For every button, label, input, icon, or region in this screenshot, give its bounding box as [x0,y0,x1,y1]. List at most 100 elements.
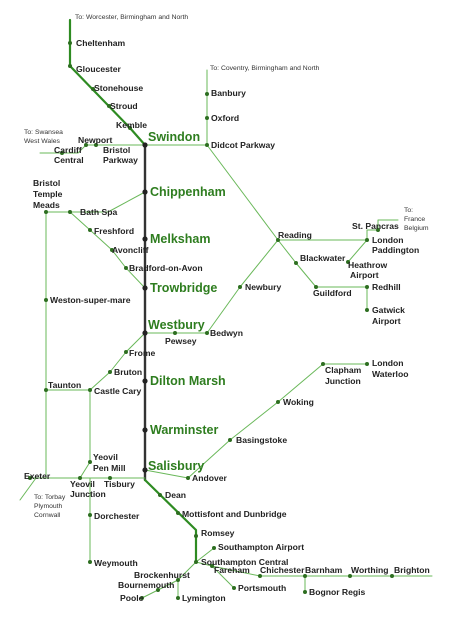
label-southampton-airport: Southampton Airport [218,542,304,552]
station-dot-cheltenham [68,41,72,45]
label-newport: Newport [78,135,113,145]
label-brockenhurst: Brockenhurst [134,570,190,580]
label-dean: Dean [165,490,186,500]
station-dot-newport [84,143,88,147]
major-station-labels: Swindon Chippenham Melksham Trowbridge W… [148,130,226,473]
station-dot-oxford [205,116,209,120]
station-dot-newbury [238,285,242,289]
label-weston-super-mare: Weston-super-mare [50,295,131,305]
label-bristol-temple-meads-2: Temple [33,189,63,199]
label-yeovil-pen-mill-2: Pen Mill [93,463,125,473]
station-dot-dean [158,493,162,497]
station-labels: Cheltenham Gloucester Stonehouse Stroud … [24,38,430,603]
label-tisbury: Tisbury [104,479,135,489]
station-dot-frome [124,350,128,354]
station-dot-chichester [258,574,262,578]
station-dot-poole [140,596,144,600]
label-gatwick-airport-1: Gatwick [372,305,405,315]
station-dot-redhill [365,285,369,289]
station-dot-yeovil-pen-mill [88,460,92,464]
station-dot-brighton [390,574,394,578]
reading-paddington-line [277,219,399,241]
label-chichester: Chichester [260,565,305,575]
label-worthing: Worthing [351,565,389,575]
label-weymouth: Weymouth [94,558,138,568]
label-trowbridge: Trowbridge [150,281,217,295]
station-dot-barnham [303,574,307,578]
label-dilton-marsh: Dilton Marsh [150,374,226,388]
label-castle-cary: Castle Cary [94,386,142,396]
label-banbury: Banbury [211,88,246,98]
station-dot-salisbury [142,467,148,473]
station-dot-chippenham [142,189,148,195]
station-dot-exeter [28,476,32,480]
label-cardiff-central-1: Cardiff [54,145,82,155]
station-dot-bedwyn [205,331,209,335]
station-dot-taunton [44,388,48,392]
station-dot-swindon [142,142,148,148]
station-dot-andover [186,476,190,480]
label-andover: Andover [192,473,228,483]
station-dot-dorchester [88,513,92,517]
label-poole: Poole [120,593,144,603]
label-bedwyn: Bedwyn [210,328,243,338]
note-torbay-line1: To: Torbay [34,494,66,501]
label-basingstoke: Basingstoke [236,435,287,445]
label-melksham: Melksham [150,232,210,246]
station-dot-clapham-junction [321,362,325,366]
station-dot-romsey [194,534,198,538]
label-heathrow-airport-2: Airport [350,270,379,280]
station-dot-banbury [205,92,209,96]
station-dot-southampton-airport [212,546,216,550]
blackwater-guildford-line [277,239,368,288]
station-dot-gloucester [68,64,72,68]
label-romsey: Romsey [201,528,235,538]
label-bristol-temple-meads-1: Bristol [33,178,60,188]
label-yeovil-pen-mill-1: Yeovil [93,452,118,462]
label-gloucester: Gloucester [76,64,122,74]
station-dot-weston-super-mare [44,298,48,302]
label-lymington: Lymington [182,593,226,603]
label-avoncliff: Avoncliff [112,245,149,255]
station-dot-trowbridge [142,285,148,291]
label-freshford: Freshford [94,226,134,236]
label-pewsey: Pewsey [165,336,197,346]
station-dot-woking [276,400,280,404]
note-worcester: To: Worcester, Birmingham and North [75,14,188,21]
label-london-paddington-1: London [372,235,404,245]
label-gatwick-airport-2: Airport [372,316,401,326]
label-bognor-regis: Bognor Regis [309,587,366,597]
label-westbury: Westbury [148,318,205,332]
station-dot-brockenhurst [176,578,180,582]
label-taunton: Taunton [48,380,81,390]
station-dot-melksham [142,236,148,242]
label-clapham-junction-2: Junction [325,376,361,386]
station-dot-reading [276,238,280,242]
note-france-line2: France [404,216,425,223]
label-stonehouse: Stonehouse [94,83,143,93]
label-southampton-central: Southampton Central [201,557,288,567]
station-dot-westbury [142,330,148,336]
station-dot-freshford [88,228,92,232]
label-dorchester: Dorchester [94,511,140,521]
label-cheltenham: Cheltenham [76,38,126,48]
station-dot-bristol-temple-meads [44,210,48,214]
label-exeter: Exeter [24,471,51,481]
station-dot-pewsey [173,331,177,335]
note-torbay-line3: Cornwall [34,512,61,519]
station-dot-cardiff-central [60,151,64,155]
label-salisbury: Salisbury [148,459,204,473]
station-dot-worthing [348,574,352,578]
label-bristol-parkway-2: Parkway [103,155,138,165]
label-oxford: Oxford [211,113,239,123]
label-yeovil-junction-2: Junction [70,489,106,499]
label-portsmouth: Portsmouth [238,583,286,593]
label-redhill: Redhill [372,282,401,292]
station-dot-warminster [142,427,148,433]
station-dot-bristol-parkway [94,143,98,147]
label-yeovil-junction-1: Yeovil [70,479,95,489]
chippenham-bath-line [45,191,146,213]
station-dot-southampton-central [194,560,198,564]
station-dot-yeovil-junction [78,476,82,480]
